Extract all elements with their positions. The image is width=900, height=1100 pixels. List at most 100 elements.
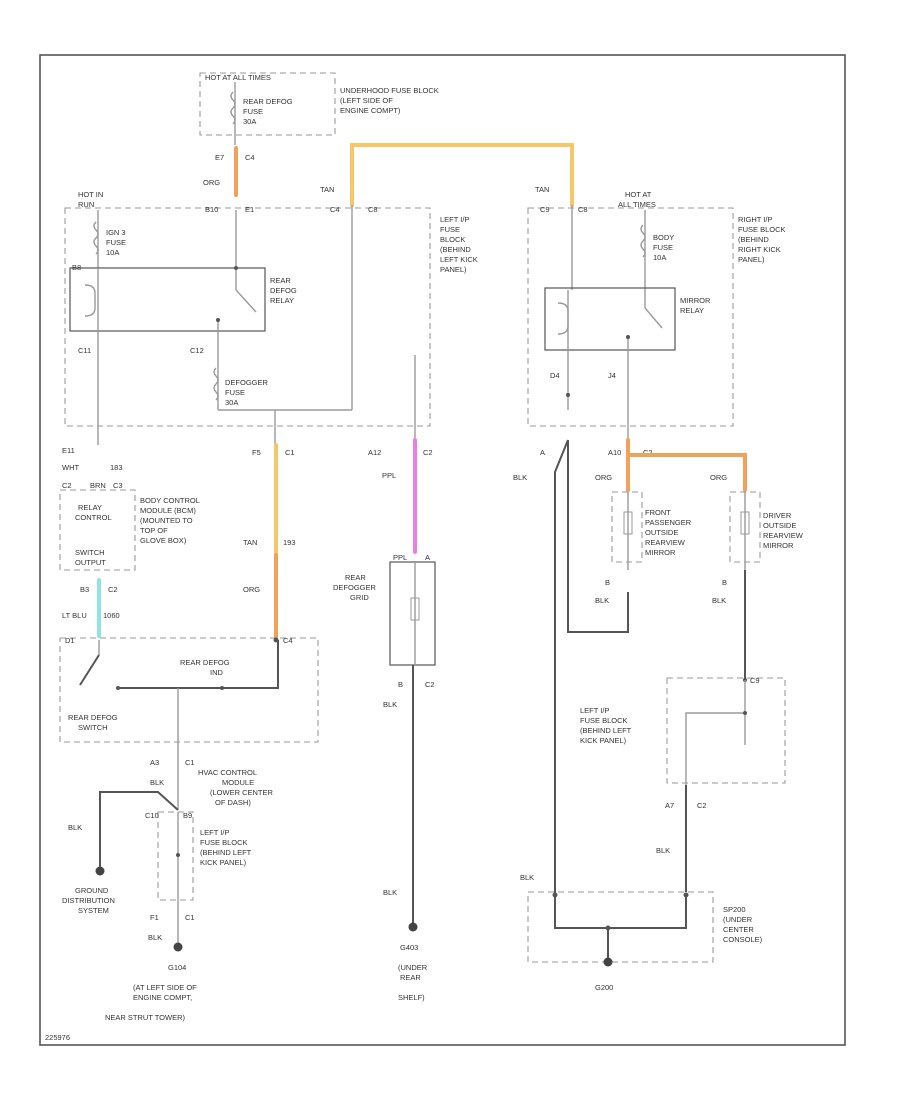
left-ip-line4: (BEHIND xyxy=(440,245,471,254)
connector-c2-a7: C2 xyxy=(697,801,707,810)
relay-node-1 xyxy=(234,266,238,270)
tan-wire-top xyxy=(350,143,574,207)
connector-c1-a3: C1 xyxy=(185,758,195,767)
connector-c1-f5: C1 xyxy=(285,448,295,457)
bcm-line5: GLOVE BOX) xyxy=(140,536,187,545)
g403-label: G403 xyxy=(400,943,418,952)
wire-color-lt-blu: LT BLU xyxy=(62,611,87,620)
wire-color-tan-left: TAN xyxy=(320,185,334,194)
bcm-line2: MODULE (BCM) xyxy=(140,506,196,515)
figure-id: 225976 xyxy=(45,1033,70,1042)
rear-defog-fuse-line3: 30A xyxy=(243,117,256,126)
wire-color-tan-193: TAN xyxy=(243,538,257,547)
rear-defog-fuse-symbol xyxy=(230,91,236,125)
connector-f5: F5 xyxy=(252,448,261,457)
connector-c4-hvac: C4 xyxy=(283,636,293,645)
driver-mirror-line2: OUTSIDE xyxy=(763,521,796,530)
rear-defog-fuse-line2: FUSE xyxy=(243,107,263,116)
rear-defogger-grid-line1: REAR xyxy=(345,573,366,582)
hot-in-run-line1: HOT IN xyxy=(78,190,103,199)
connector-c2-grid: C2 xyxy=(425,680,435,689)
mirror-relay-line2: RELAY xyxy=(680,306,704,315)
left-ip-lower-line4: KICK PANEL) xyxy=(200,858,247,867)
front-pass-mirror-box xyxy=(611,491,643,563)
connector-b-grid: B xyxy=(398,680,403,689)
c4-hvac-node xyxy=(273,637,279,643)
connector-d4: D4 xyxy=(550,371,560,380)
bcm-line4: TOP OF xyxy=(140,526,168,535)
left-ip-line5: LEFT KICK xyxy=(440,255,478,264)
fuse-block-bus xyxy=(685,712,745,785)
connector-c2-bcm: C2 xyxy=(62,481,72,490)
connector-c4-top: C4 xyxy=(245,153,255,162)
wire-color-tan-right: TAN xyxy=(535,185,549,194)
sp200-bus xyxy=(554,895,687,929)
g200-ground-point xyxy=(603,957,613,967)
front-pass-mirror-line2: PASSENGER xyxy=(645,518,692,527)
connector-a3: A3 xyxy=(150,758,159,767)
bcm-line3: (MOUNTED TO xyxy=(140,516,193,525)
front-pass-mirror-line1: FRONT xyxy=(645,508,671,517)
ground-dist-wire xyxy=(99,791,179,870)
circuit-1060: 1060 xyxy=(103,611,120,620)
bus-node xyxy=(743,711,747,715)
wire-color-blk-dr: BLK xyxy=(712,596,726,605)
g104-label: G104 xyxy=(168,963,186,972)
relay-control-line1: RELAY xyxy=(78,503,102,512)
body-fuse-symbol xyxy=(640,224,646,258)
rear-defog-relay-box xyxy=(69,267,266,332)
mirror-relay-line1: MIRROR xyxy=(680,296,711,305)
left-ip-fuse-block-lower-box xyxy=(157,811,194,901)
hvac-module-line2: MODULE xyxy=(222,778,254,787)
wire-color-org-top: ORG xyxy=(203,178,220,187)
blk-right-wire xyxy=(554,439,569,895)
lower-fuse-block-node xyxy=(176,853,180,857)
front-pass-mirror-line3: OUTSIDE xyxy=(645,528,678,537)
driver-mirror-line4: MIRROR xyxy=(763,541,794,550)
sp200-node-left xyxy=(552,892,558,898)
wire-color-blk-right-bottom: BLK xyxy=(520,873,534,882)
mirror-ground-loop xyxy=(567,440,629,633)
circuit-183: 183 xyxy=(110,463,123,472)
left-ip-right-line3: (BEHIND LEFT xyxy=(580,726,632,735)
rear-defog-ind-line1: REAR DEFOG xyxy=(180,658,230,667)
mirror-d4-node xyxy=(566,393,570,397)
rear-defogger-grid-box xyxy=(389,561,436,666)
relay-node-2 xyxy=(216,318,220,322)
wire-color-blk-a7: BLK xyxy=(656,846,670,855)
connector-e7: E7 xyxy=(215,153,224,162)
g104-ground-point xyxy=(173,942,183,952)
fp-mirror-heater-symbol xyxy=(623,511,633,535)
wire-color-org-fp: ORG xyxy=(595,473,612,482)
left-ip-fuse-block-right-box xyxy=(666,677,786,784)
left-ip-lower-line1: LEFT I/P xyxy=(200,828,229,837)
sp200-box xyxy=(527,891,714,963)
ind-node xyxy=(220,686,224,690)
left-ip-right-line2: FUSE BLOCK xyxy=(580,716,628,725)
sp200-label: SP200 xyxy=(723,905,746,914)
wire-color-blk-fp: BLK xyxy=(595,596,609,605)
switch-output-line1: SWITCH xyxy=(75,548,105,557)
driver-mirror-line1: DRIVER xyxy=(763,511,792,520)
body-fuse-line2: FUSE xyxy=(653,243,673,252)
underhood-fuse-block-box xyxy=(199,72,336,136)
diagram-frame xyxy=(39,54,846,1046)
g200-label: G200 xyxy=(595,983,613,992)
rear-defogger-grid-line3: GRID xyxy=(350,593,369,602)
g104-location-line3: NEAR STRUT TOWER) xyxy=(105,1013,186,1022)
connector-b-dr: B xyxy=(722,578,727,587)
connector-c4-left: C4 xyxy=(330,205,340,214)
left-ip-right-line4: KICK PANEL) xyxy=(580,736,627,745)
connector-f1: F1 xyxy=(150,913,159,922)
connector-e11: E11 xyxy=(62,446,75,455)
connector-b10: B10 xyxy=(205,205,218,214)
ground-dist-line3: SYSTEM xyxy=(78,906,109,915)
left-ip-line6: PANEL) xyxy=(440,265,467,274)
connector-a10: A10 xyxy=(608,448,621,457)
wire-color-wht: WHT xyxy=(62,463,79,472)
right-ip-line2: FUSE BLOCK xyxy=(738,225,786,234)
mirror-switch-arm xyxy=(644,307,663,329)
sp200-location-line3: CONSOLE) xyxy=(723,935,763,944)
